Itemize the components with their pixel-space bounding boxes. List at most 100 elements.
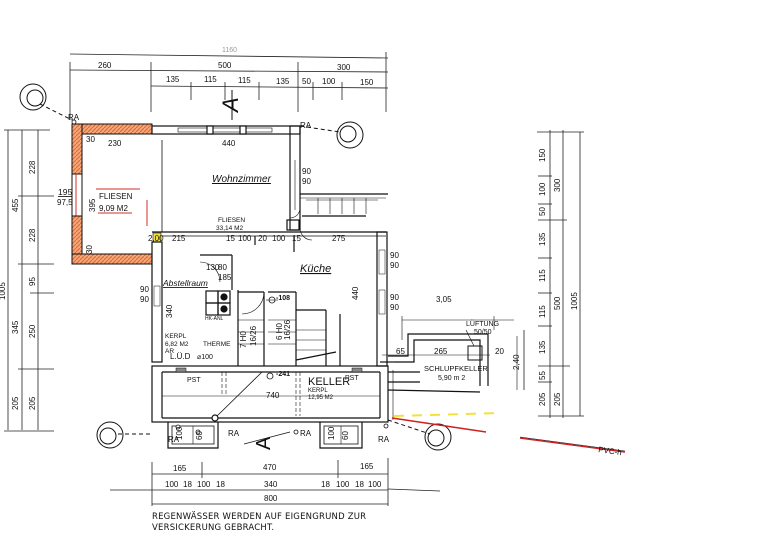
dim-bottom-340: 340: [264, 480, 278, 489]
living-tiles-area: 33,14 M2: [216, 225, 243, 232]
svg-text:-241: -241: [276, 371, 290, 378]
dim-bottom-165a: 165: [173, 464, 187, 473]
dim-crawlspace-265: 265: [434, 347, 448, 356]
dim-terrace-30b: 30: [85, 245, 94, 254]
dim-window-195: 195: [58, 187, 72, 197]
dim-crawlspace-240: 2,40: [512, 354, 521, 370]
cellar-floor: KERPL: [308, 388, 328, 394]
ra-label-5: RA: [378, 435, 390, 444]
dim-top-135a: 135: [166, 75, 180, 84]
dim-right-150: 150: [538, 148, 547, 162]
dim-kitchen-90b: 90: [390, 261, 399, 270]
stair-steps-c: 6 H0: [275, 323, 284, 340]
point-241: -241: [266, 371, 290, 380]
dim-right-205a: 205: [538, 392, 547, 406]
dim-top-115a: 115: [204, 75, 217, 84]
dim-bottom-100d: 100: [368, 480, 382, 489]
lightwell-dim-100a: 100: [175, 426, 184, 440]
door-dim-130: 130: [206, 263, 220, 272]
dim-right-500: 500: [553, 296, 562, 310]
storage-floor: KERPL: [165, 333, 187, 340]
dim-100a: 100: [238, 234, 252, 243]
storage-ar: AR: [165, 348, 174, 355]
ground-line-red-1: [391, 417, 487, 433]
dim-right-115a: 115: [538, 269, 547, 282]
dim-terrace-30a: 30: [86, 135, 95, 144]
dim-storage-90b: 90: [140, 295, 149, 304]
lightwell-dim-100b: 100: [327, 426, 336, 440]
dim-275: 275: [332, 234, 346, 243]
svg-text:A: A: [253, 436, 275, 450]
right-dimension-chains: [523, 130, 584, 418]
dim-storage-90a: 90: [140, 285, 149, 294]
dim-bottom-165b: 165: [360, 462, 374, 471]
top-dimension-chain: [69, 52, 389, 120]
dim-bottom-100a: 100: [165, 480, 179, 489]
dim-top-50: 50: [302, 77, 311, 86]
dim-kitchen-90c: 90: [390, 293, 399, 302]
hk-label: HK-ANL: [205, 316, 224, 322]
dim-bottom-470: 470: [263, 463, 277, 472]
dim-bottom-100c: 100: [336, 480, 350, 489]
stair-ratio-d: 16/26: [283, 319, 292, 340]
dim-bottom-100b: 100: [197, 480, 211, 489]
room-label-schlupfkeller: SCHLUPFKELLER: [424, 364, 488, 373]
ra-label-3: RA: [228, 429, 240, 438]
ra-label-1: RA: [68, 113, 80, 122]
pst-label-2: PST: [345, 375, 359, 382]
dim-top-500: 500: [218, 61, 232, 70]
dim-crawlspace-305: 3,05: [436, 295, 452, 304]
bottom-dimension-chains: [110, 458, 441, 506]
dim-right-50: 50: [538, 207, 547, 216]
ra-label-6: RA: [300, 121, 312, 130]
storage-lud-dim: ⌀100: [197, 354, 213, 361]
note-line-1: REGENWÄSSER WERDEN AUF EIGENGRUND ZUR: [152, 512, 367, 522]
dim-20-right: 20: [495, 347, 504, 356]
ground-marker-yellow: [393, 412, 501, 417]
vent-size: 50/50: [474, 329, 492, 336]
dim-opening-90a: 90: [302, 167, 311, 176]
dim-left-205a: 205: [11, 396, 20, 410]
ra-label-4: RA: [300, 429, 312, 438]
dim-left-95: 95: [28, 277, 37, 286]
crawlspace-walls: [380, 316, 518, 420]
dim-cellar-740: 740: [266, 391, 280, 400]
dim-terrace-395: 395: [88, 198, 97, 212]
dim-top-300: 300: [337, 63, 351, 72]
dim-kitchen-90a: 90: [390, 251, 399, 260]
dim-right-135b: 135: [538, 340, 547, 354]
dim-200: 2,00: [148, 234, 164, 243]
dim-right-300: 300: [553, 178, 562, 192]
storage-lud: L.Ü.D: [170, 352, 191, 361]
dim-100b: 100: [272, 234, 286, 243]
dim-65: 65: [396, 347, 405, 356]
ra-label-2: RA: [168, 435, 180, 444]
dim-bottom-18a: 18: [183, 480, 192, 489]
dim-left-250: 250: [28, 324, 37, 338]
dim-bottom-18c: 18: [321, 480, 330, 489]
dim-kitchen-90d: 90: [390, 303, 399, 312]
room-label-wohnzimmer: Wohnzimmer: [212, 174, 272, 185]
pvc-pipe-line: [519, 437, 626, 453]
lightwell-dim-60b: 60: [341, 431, 350, 440]
room-label-kueche: Küche: [300, 263, 331, 275]
dim-top-260: 260: [98, 61, 112, 70]
dim-left-345: 345: [11, 320, 20, 334]
vent-label: LÜFTUNG: [466, 320, 499, 328]
dim-right-55: 55: [538, 371, 547, 380]
cellar-walls: [151, 365, 389, 449]
room-label-abstellraum: Abstellraum: [162, 278, 208, 288]
dim-opening-90b: 90: [302, 177, 311, 186]
section-marker-bottom: A: [243, 431, 291, 450]
dim-top-115b: 115: [238, 76, 251, 85]
dim-kitchen-440: 440: [351, 286, 360, 300]
therme-label: THERME: [203, 341, 231, 348]
svg-text:A: A: [218, 97, 243, 114]
dim-storage-340: 340: [165, 304, 174, 318]
dim-15a: 15: [226, 234, 235, 243]
lightwell-dim-60a: 60: [195, 431, 204, 440]
crawlspace-area: 5,90 m 2: [438, 375, 465, 382]
dim-window-975: 97,5: [57, 198, 73, 207]
pst-label-1: PST: [187, 377, 201, 384]
dim-top-150: 150: [360, 78, 374, 87]
